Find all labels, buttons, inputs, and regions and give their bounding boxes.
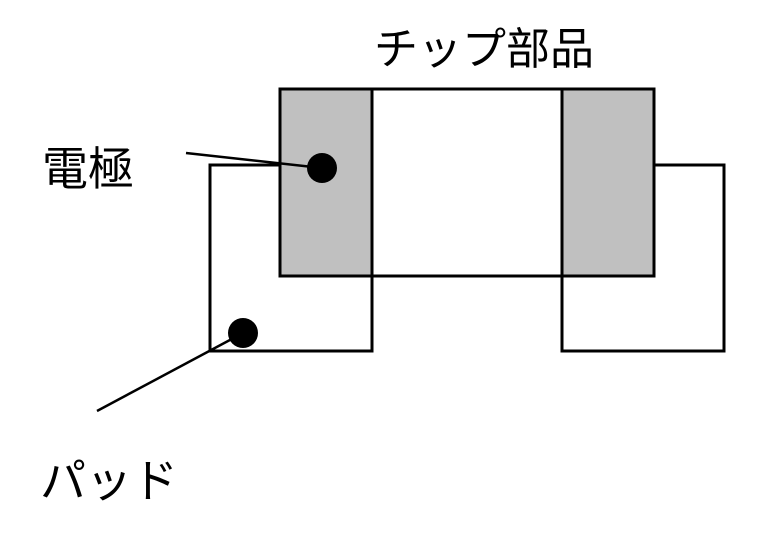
chip-outline [278,87,656,278]
pad-label: パッド [40,454,178,508]
chip-part-label: チップ部品 [374,24,594,75]
electrode-leader-line [185,151,323,170]
left-electrode [278,87,374,278]
right-electrode [560,87,656,278]
electrode-marker-dot [307,153,337,183]
pad-leader-line [96,331,244,413]
pad-marker-dot [228,318,258,348]
electrode-label: 電極 [42,142,134,196]
